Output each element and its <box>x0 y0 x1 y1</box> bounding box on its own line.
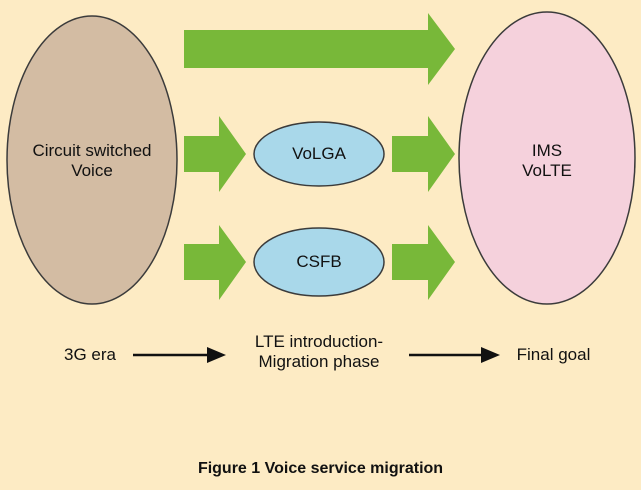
ims-label-line2: VoLTE <box>522 161 572 180</box>
timeline-middle-line1: LTE introduction- <box>254 332 384 351</box>
csfb-label: CSFB <box>296 252 342 271</box>
arrow-from-csfb <box>392 225 455 300</box>
ims-volte-label: IMS VoLTE <box>477 141 617 181</box>
timeline-start-label: 3G era <box>64 345 116 364</box>
ims-volte-ellipse <box>458 11 636 305</box>
csfb-bubble <box>253 227 385 297</box>
circuit-label-line2: Voice <box>71 161 113 180</box>
volga-label: VoLGA <box>292 144 346 163</box>
timeline-middle-label: LTE introduction- Migration phase <box>224 332 414 372</box>
circuit-switched-ellipse <box>6 15 178 305</box>
timeline-middle-line2: Migration phase <box>258 352 380 371</box>
arrow-from-volga <box>392 116 455 192</box>
volga-bubble <box>253 121 385 187</box>
ims-label-line1: IMS <box>531 141 563 160</box>
timeline-arrow-1 <box>133 347 226 363</box>
timeline-arrow-2 <box>409 347 500 363</box>
arrow-to-csfb <box>184 225 246 300</box>
figure-caption: Figure 1 Voice service migration <box>197 460 444 477</box>
circuit-switched-label: Circuit switched Voice <box>7 141 177 181</box>
arrow-to-volga <box>184 116 246 192</box>
circuit-label-line1: Circuit switched <box>32 141 152 160</box>
timeline-end-label: Final goal <box>516 345 591 364</box>
direct-arrow <box>184 13 455 85</box>
